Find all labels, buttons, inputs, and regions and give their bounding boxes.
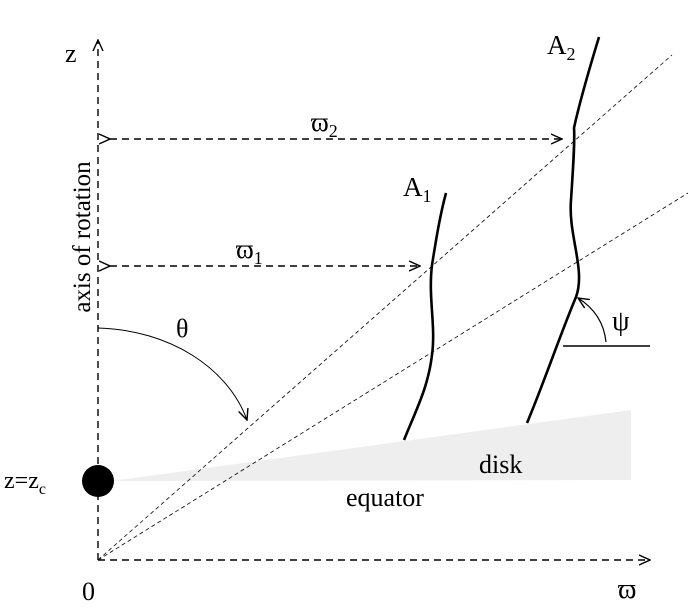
equator-label: equator (346, 483, 424, 512)
field-line-a1 (402, 192, 448, 441)
a2-label: A2 (547, 30, 576, 64)
zc-label: z=zc (4, 468, 46, 498)
a1-label: A1 (403, 172, 432, 206)
psi-label: ψ (612, 306, 630, 337)
ray-upper (97, 54, 673, 561)
theta-arc (97, 327, 247, 420)
varpi-axis-label: ϖ (618, 574, 636, 605)
field-line-a2 (525, 36, 601, 424)
disk-label: disk (479, 450, 522, 479)
accretion-disk (112, 410, 631, 481)
axis-of-rotation-label: axis of rotation (69, 161, 96, 313)
psi-arc (578, 298, 607, 343)
varpi1-label: ϖ1 (236, 234, 263, 268)
varpi2-label: ϖ2 (311, 107, 338, 141)
theta-label: θ (176, 314, 188, 343)
origin-label: 0 (82, 577, 95, 606)
central-object (82, 465, 114, 497)
z-axis-label: z (65, 39, 77, 68)
ray-lower (97, 192, 689, 561)
